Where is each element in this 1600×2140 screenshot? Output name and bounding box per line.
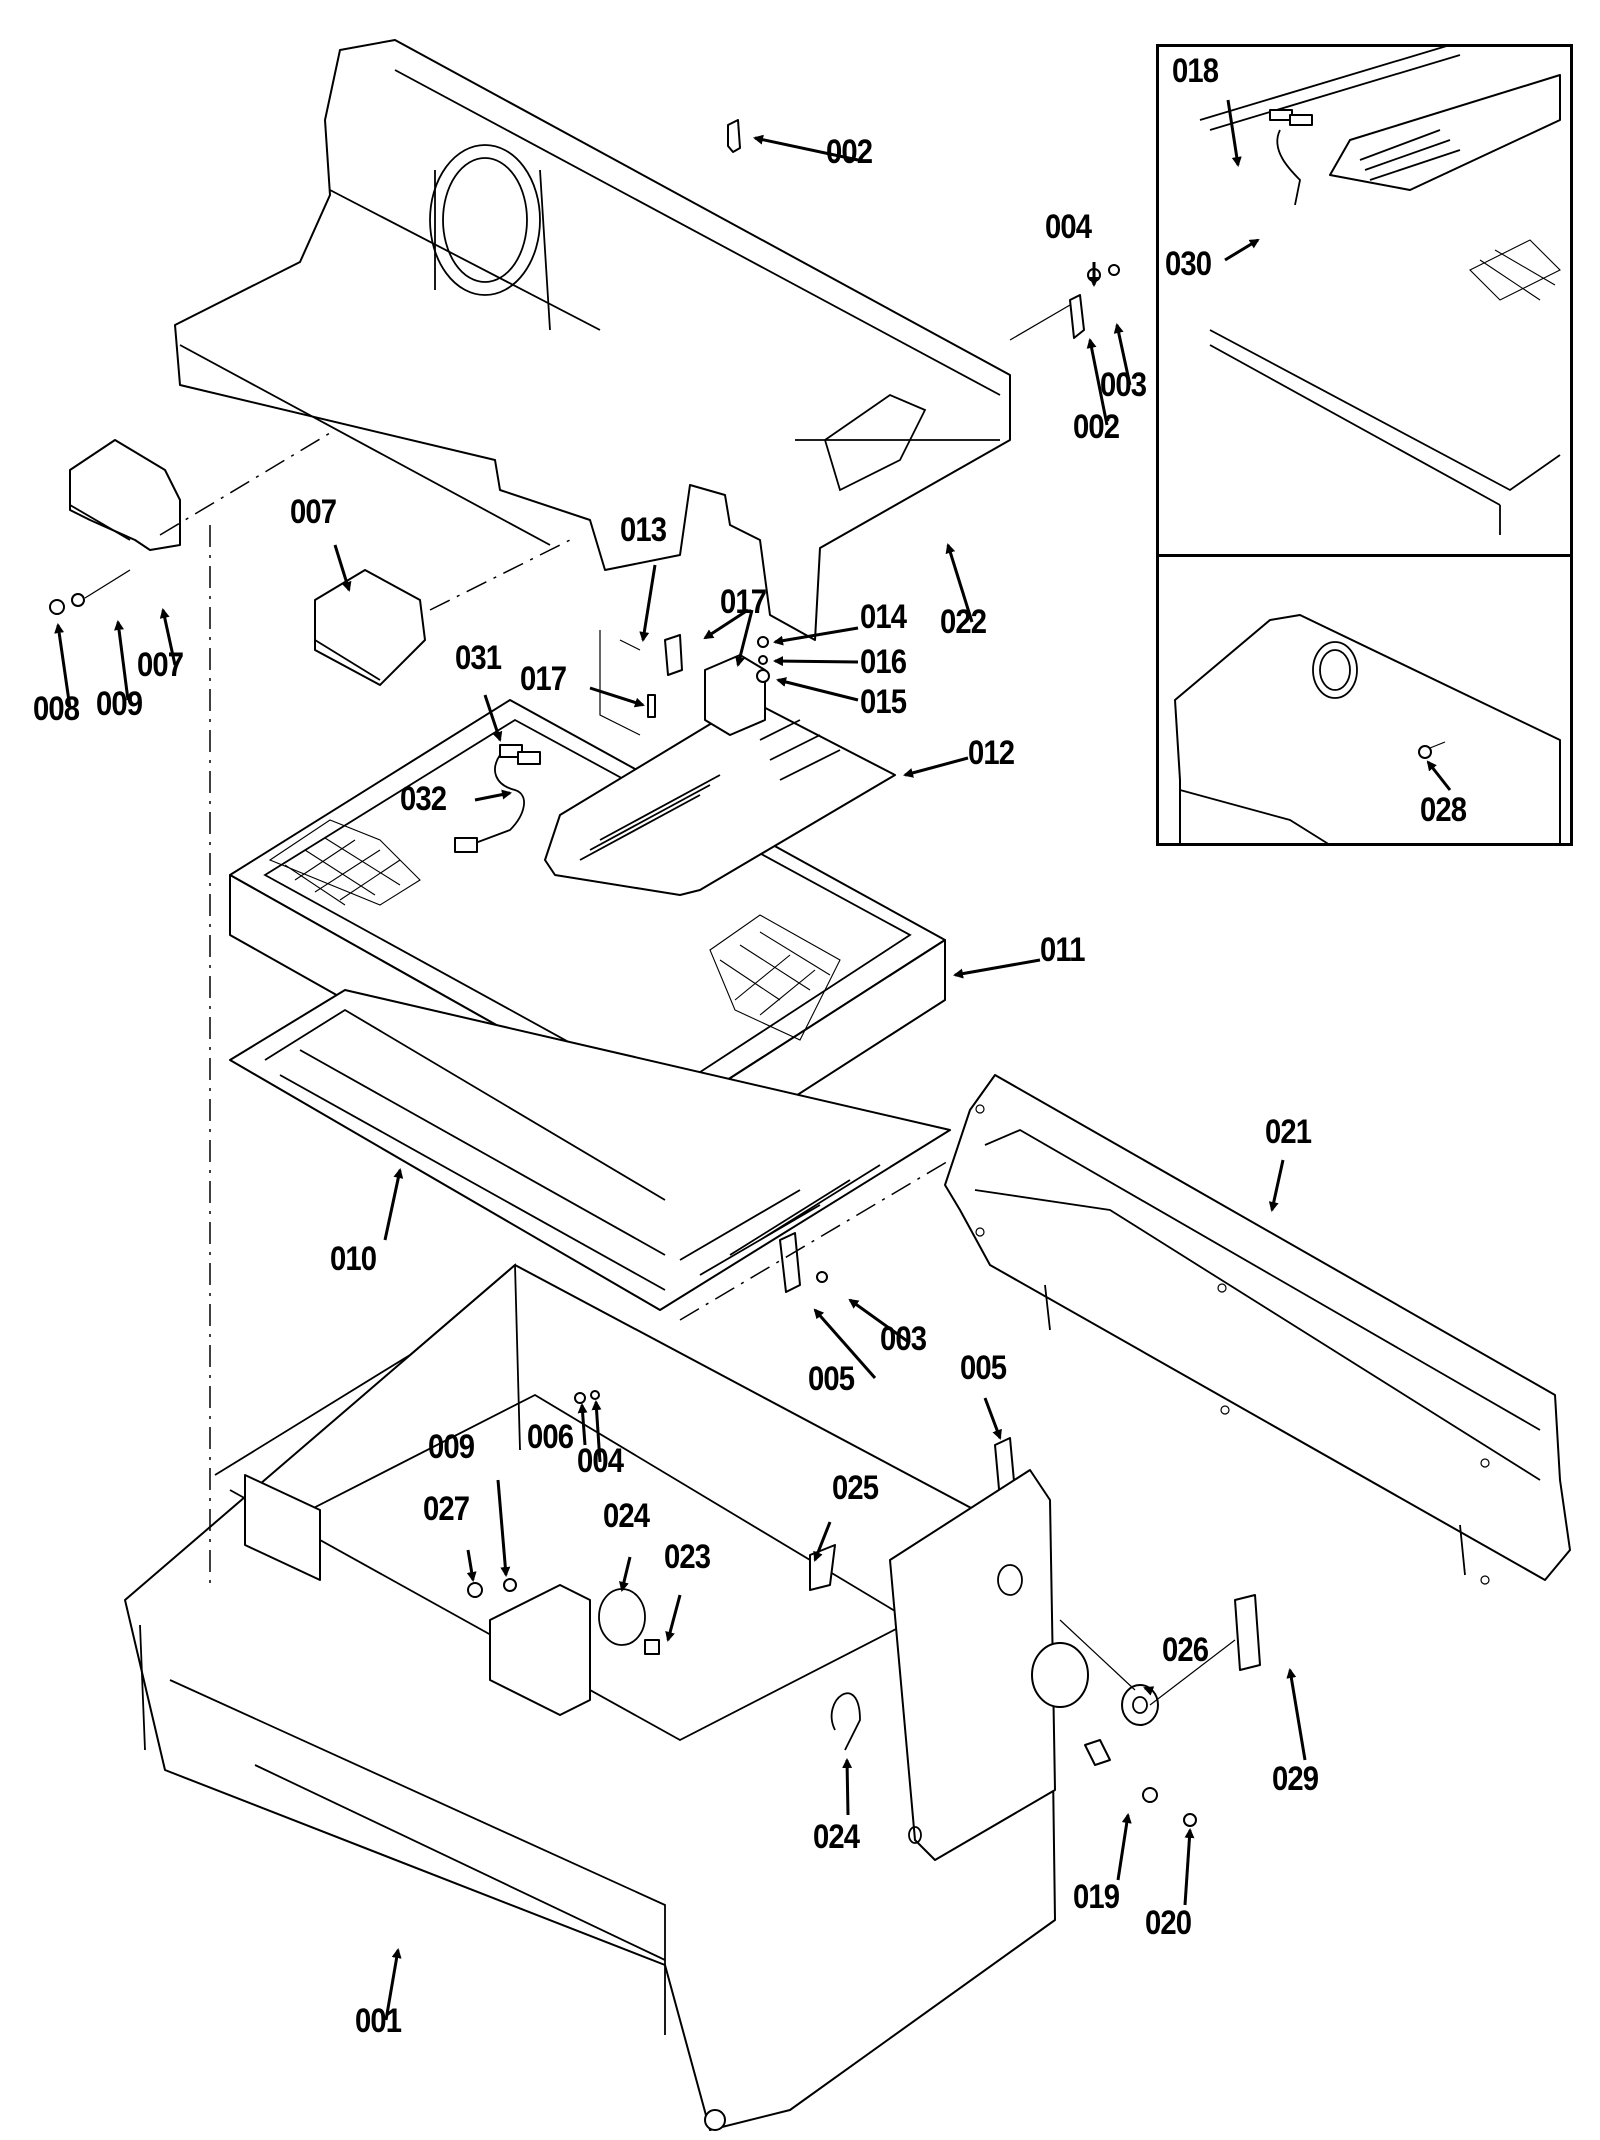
callout-004-frame: 004 — [577, 1442, 624, 1480]
switch-assembly-part — [599, 630, 770, 736]
callout-027: 027 — [423, 1490, 470, 1528]
tray-plate-part — [544, 699, 896, 896]
callout-015: 015 — [860, 683, 907, 721]
callout-017-top: 017 — [720, 583, 767, 621]
callout-012: 012 — [968, 734, 1015, 772]
callout-009-left: 009 — [96, 685, 143, 723]
hinge-center-part — [314, 569, 426, 686]
callout-017-pin: 017 — [520, 660, 567, 698]
callout-002-top: 002 — [826, 133, 873, 171]
bracket-top-part — [727, 119, 741, 153]
callout-014: 014 — [860, 598, 907, 636]
callout-007-left: 007 — [137, 646, 184, 684]
latch-part — [779, 1232, 1016, 1501]
callout-005-left: 005 — [808, 1360, 855, 1398]
callout-025: 025 — [832, 1469, 879, 1507]
upper-cover-part — [174, 39, 1011, 641]
hardware-right-part — [1059, 1594, 1261, 1827]
callout-019: 019 — [1073, 1878, 1120, 1916]
callout-031: 031 — [455, 639, 502, 677]
callout-008: 008 — [33, 690, 80, 728]
callout-020: 020 — [1145, 1904, 1192, 1942]
callout-007-center: 007 — [290, 493, 337, 531]
callout-024-lower: 024 — [813, 1818, 860, 1856]
callout-029: 029 — [1272, 1760, 1319, 1798]
callout-023: 023 — [664, 1538, 711, 1576]
wire-harness-part — [454, 744, 541, 853]
callout-026: 026 — [1162, 1631, 1209, 1669]
callout-001: 001 — [355, 2002, 402, 2040]
side-rail-part — [944, 1074, 1571, 1585]
callout-011: 011 — [1040, 931, 1085, 969]
callout-004-right: 004 — [1045, 208, 1092, 246]
callout-032: 032 — [400, 780, 447, 818]
center-lines — [159, 429, 951, 1590]
callout-arrows — [54, 134, 1307, 2021]
hardware-left-part — [467, 1390, 1089, 1708]
callout-005-right: 005 — [960, 1349, 1007, 1387]
callout-006: 006 — [527, 1418, 574, 1456]
base-plate-part — [229, 989, 951, 1311]
callout-016: 016 — [860, 643, 907, 681]
callout-024-upper: 024 — [603, 1497, 650, 1535]
frame-box-part — [124, 1263, 1056, 2131]
hinge-left-part — [49, 439, 181, 615]
callout-030: 030 — [1165, 245, 1212, 283]
callout-018: 018 — [1172, 52, 1219, 90]
inset-top-drawing — [1199, 44, 1561, 535]
callout-028: 028 — [1420, 791, 1467, 829]
callout-003-right: 003 — [1100, 366, 1147, 404]
callout-009-frame: 009 — [428, 1428, 475, 1466]
callout-010: 010 — [330, 1240, 377, 1278]
callout-013: 013 — [620, 511, 667, 549]
inset-callout-arrows — [1224, 99, 1260, 262]
callout-002-right: 002 — [1073, 408, 1120, 446]
bracket-right-part — [1009, 264, 1120, 341]
inset-frame — [1156, 44, 1573, 846]
callout-022: 022 — [940, 603, 987, 641]
inset-divider — [1156, 554, 1573, 557]
callout-003-latch: 003 — [880, 1320, 927, 1358]
callout-021: 021 — [1265, 1113, 1312, 1151]
